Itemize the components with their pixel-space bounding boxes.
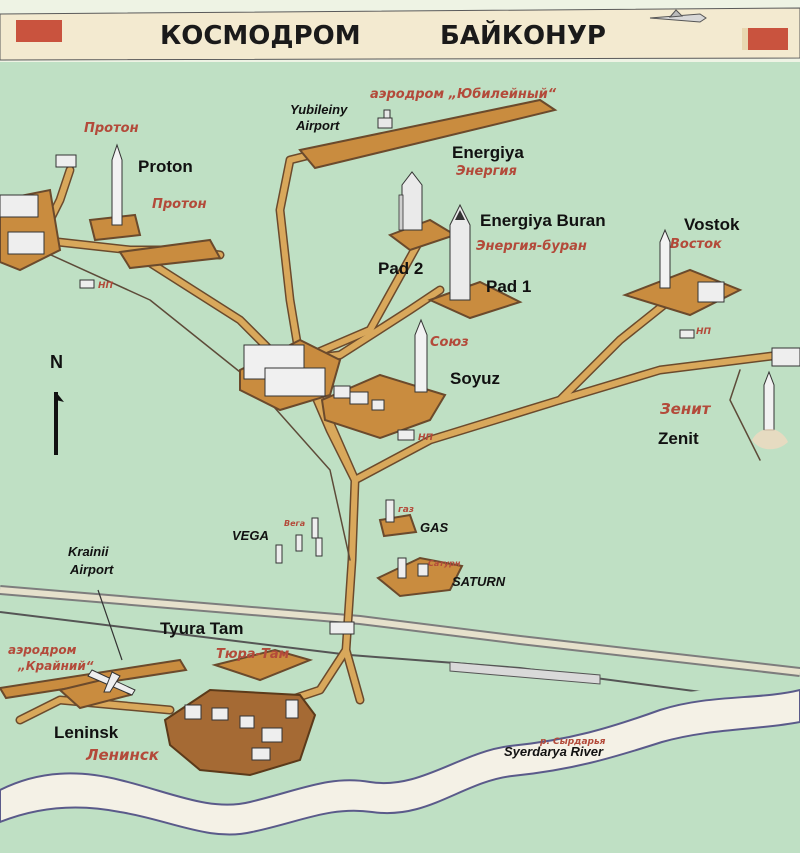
vostok-rocket-icon [659, 228, 671, 289]
zenit-en-label: Zenit [658, 429, 699, 448]
energiya-en-label: Energiya [452, 143, 524, 162]
shuttle-banner-icon [649, 9, 707, 23]
zenit-rocket-icon [752, 370, 788, 450]
syrdarya-river [0, 680, 800, 853]
vostok-en-label: Vostok [684, 215, 740, 234]
krainii-en-label-1: Krainii [68, 544, 109, 559]
tyura-tam-ru-label: Тюра-Там [216, 647, 290, 662]
soyuz-ru-label: Союз [430, 335, 469, 350]
saturn-complex [376, 556, 464, 598]
vostok-complex [621, 228, 743, 339]
title-right: БАЙКОНУР [440, 19, 606, 51]
zenit-complex [752, 347, 800, 450]
krainii-ru-label-1: аэродром [8, 643, 77, 657]
flag-right-icon [742, 28, 788, 50]
np-label-proton: НП [98, 281, 114, 291]
header-banner: КОСМОДРОМ БАЙКОНУР [0, 0, 800, 62]
proton-complex [0, 143, 222, 289]
tyura-tam-en-label: Tyura Tam [160, 619, 243, 638]
vostok-ru-label: Восток [670, 237, 723, 252]
gas-en-label: GAS [420, 520, 449, 535]
zenit-ru-label: Зенит [660, 400, 712, 418]
vega-ru-label: Вега [284, 519, 305, 528]
energiya-rocket-icon [398, 171, 423, 231]
leninsk-ru-label: Ленинск [85, 746, 160, 764]
soyuz-complex [239, 318, 447, 441]
np-label-vostok: НП [696, 327, 712, 337]
proton-ru-label-top: Протон [84, 121, 139, 136]
soyuz-rocket-icon [414, 318, 428, 393]
buran-rocket-icon [449, 203, 471, 301]
river-ru-label: р. Сырдарья [539, 737, 606, 747]
proton-en-label: Proton [138, 157, 193, 176]
title-left: КОСМОДРОМ [160, 21, 361, 51]
saturn-ru-label: Сатурн [428, 559, 461, 568]
pad2-label: Pad 2 [378, 259, 423, 278]
energiya-buran-en-label: Energiya Buran [480, 211, 606, 230]
leninsk-en-label: Leninsk [54, 723, 119, 742]
river-en-label: Syerdarya River [504, 744, 604, 759]
railway [0, 585, 800, 706]
proton-ru-label-bottom: Протон [152, 197, 207, 212]
krainii-ru-label-2: „Крайний“ [17, 659, 94, 673]
energiya-ru-label: Энергия [456, 164, 517, 179]
energiya-buran-complex [427, 203, 523, 320]
saturn-en-label: SATURN [452, 574, 506, 589]
yubileiny-en-label-2: Airport [295, 118, 340, 133]
pad1-label: Pad 1 [486, 277, 531, 296]
tyura-tam-station [211, 621, 601, 685]
flag-left-icon [16, 20, 62, 42]
proton-rocket-icon [111, 143, 123, 226]
krainii-en-label-2: Airport [69, 562, 114, 577]
aircraft-icon [87, 669, 136, 696]
leninsk-city [163, 688, 317, 777]
yubileiny-airport [298, 98, 558, 170]
energiya-buran-ru-label: Энергия-буран [476, 239, 587, 254]
north-arrow-icon: N [50, 352, 64, 455]
vega-en-label: VEGA [232, 528, 269, 543]
vega-complex [275, 517, 323, 564]
gas-ru-label: газ [398, 505, 414, 515]
np-label-soyuz: НП [418, 433, 434, 443]
soyuz-en-label: Soyuz [450, 369, 500, 388]
gas-complex [378, 499, 418, 538]
yubileiny-en-label-1: Yubileiny [290, 102, 348, 117]
north-label: N [50, 352, 63, 372]
road-network [15, 145, 785, 725]
yubileiny-ru-label: аэродром „Юбилейный“ [370, 87, 557, 102]
krainii-pointer-line [97, 589, 123, 661]
krainii-airport [0, 589, 188, 710]
